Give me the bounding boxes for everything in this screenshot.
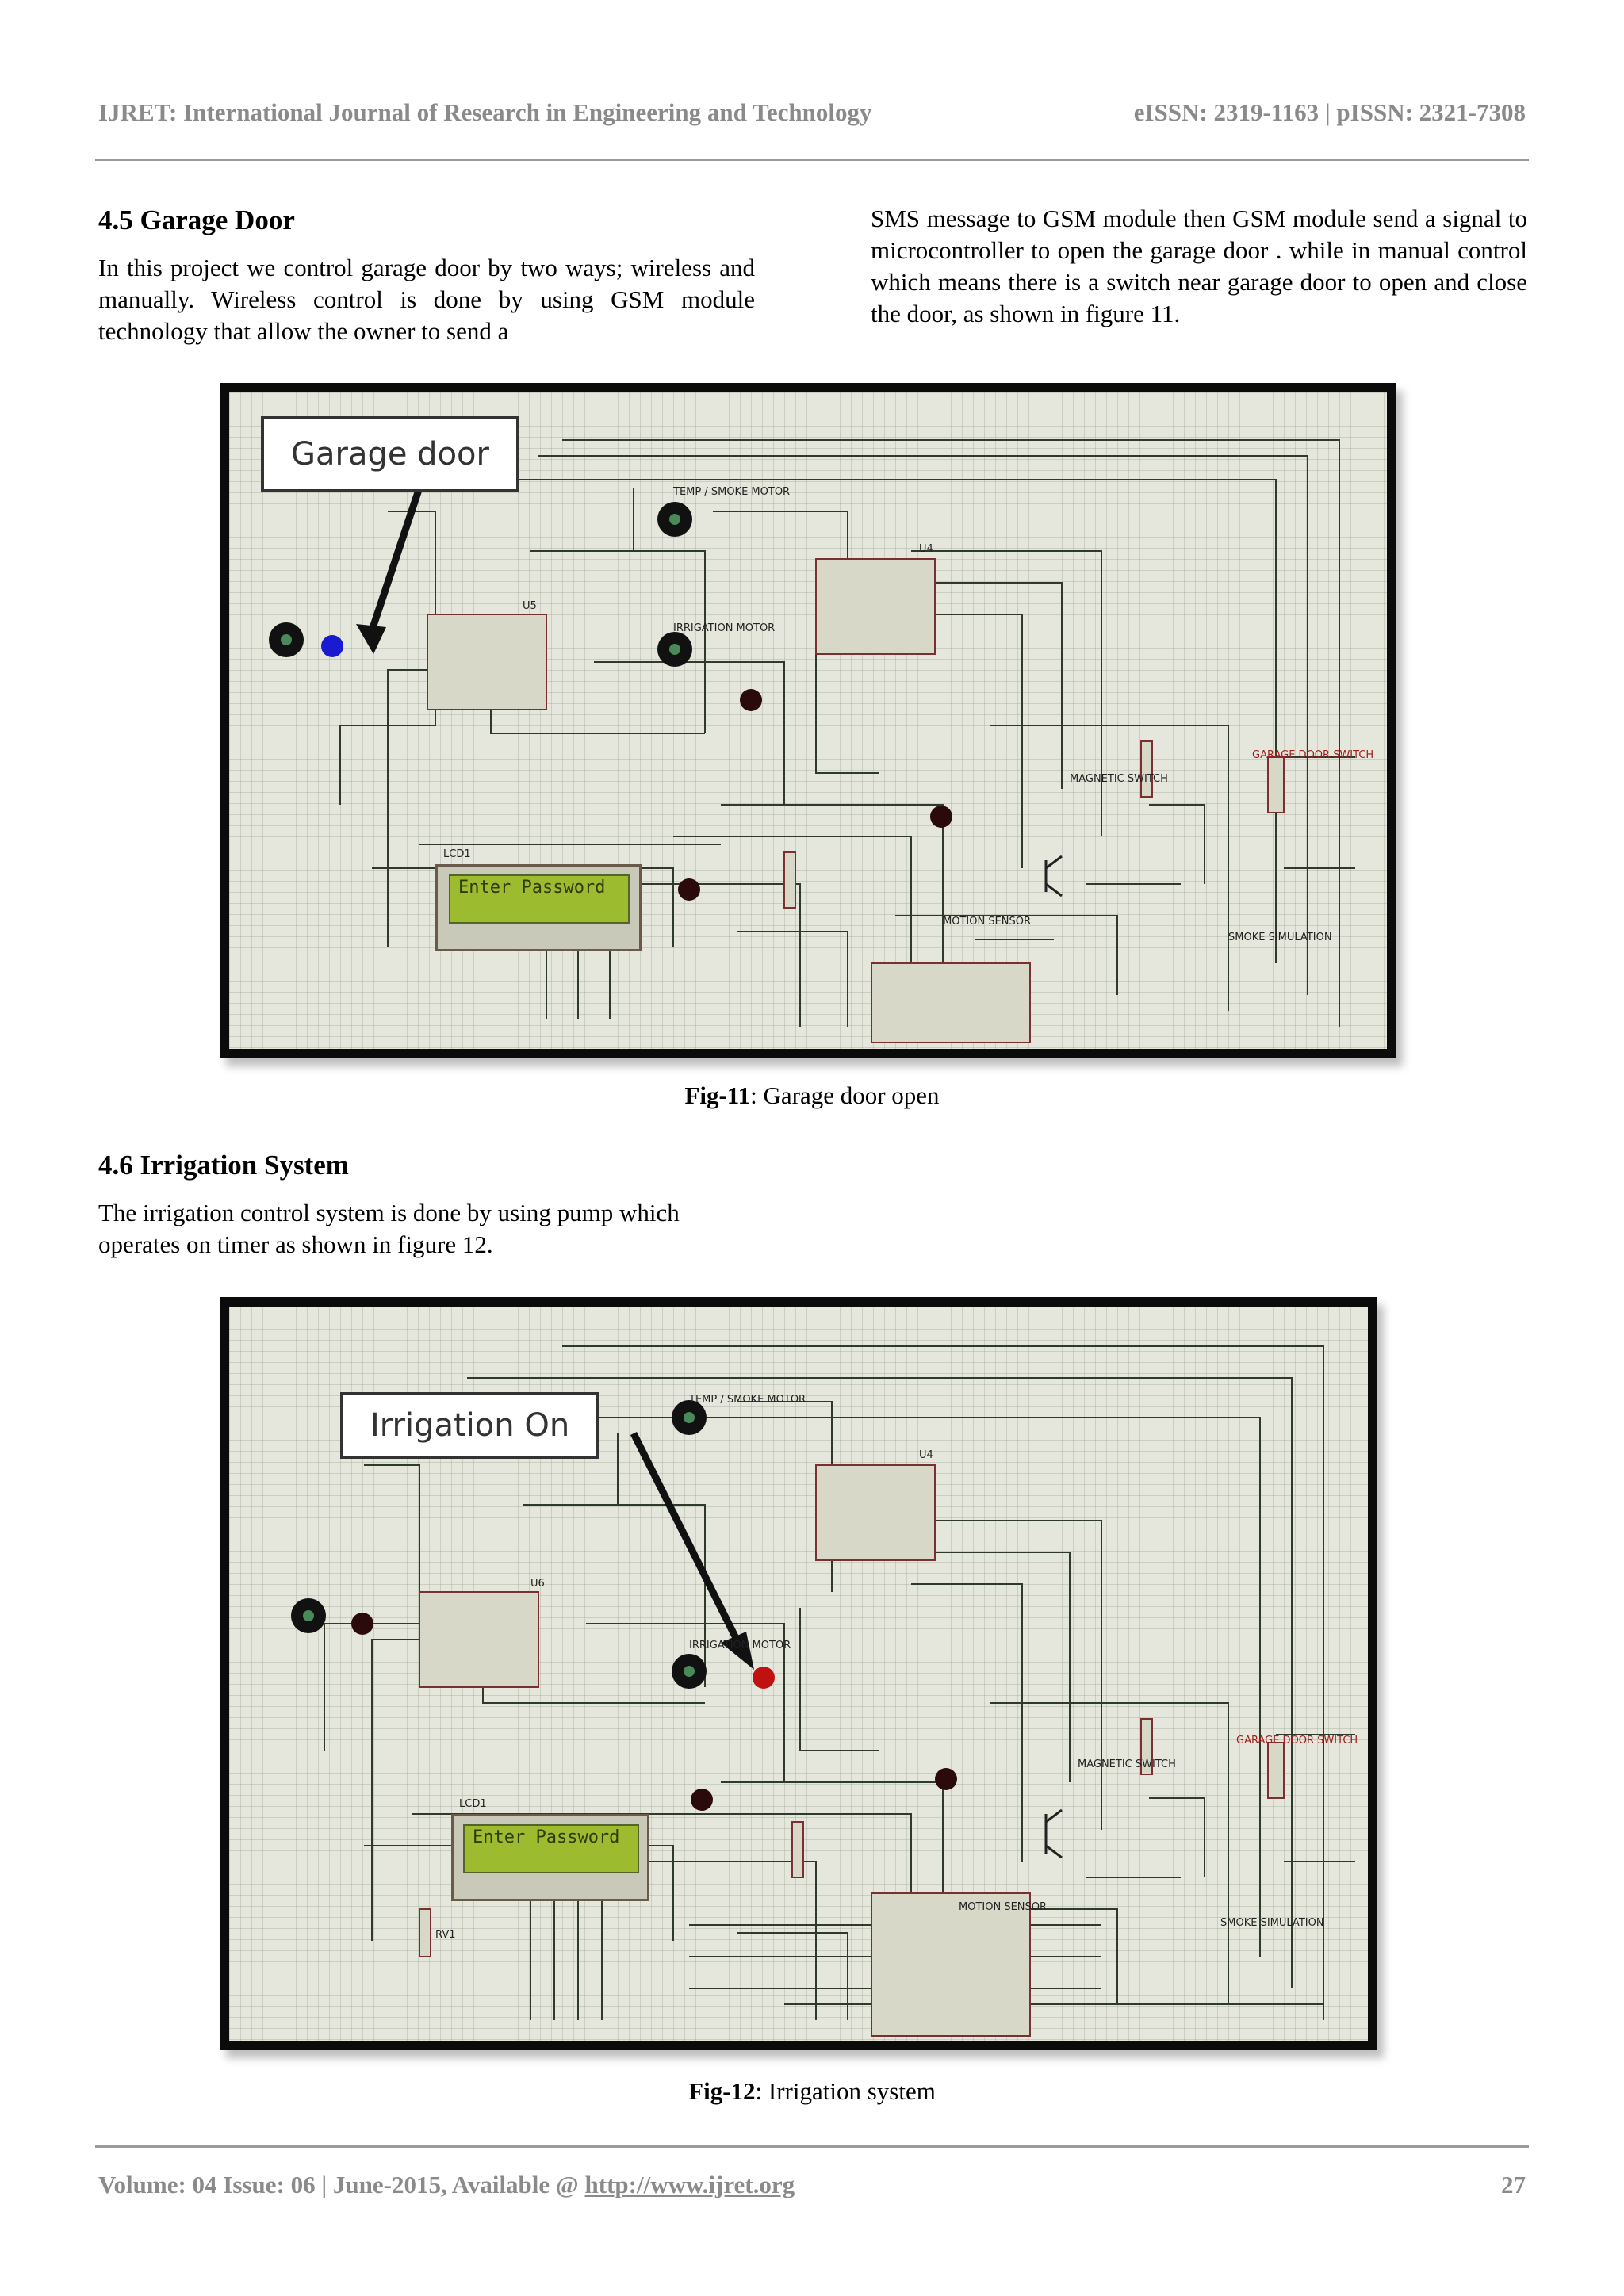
issn-header: eISSN: 2319-1163 | pISSN: 2321-7308 (1133, 98, 1526, 126)
figure-11-schematic: Garage door TEMP / SMOKE MOTOR IRRIGATIO… (220, 383, 1396, 1058)
garage-door-switch-label: GARAGE DOOR SWITCH (1252, 749, 1374, 761)
u4-label: U4 (919, 543, 933, 555)
temp-motor-label: TEMP / SMOKE MOTOR (689, 1394, 806, 1406)
footer-divider (95, 2145, 1529, 2148)
u6-label: U6 (530, 1578, 545, 1590)
figure-12-label: Fig-12 (688, 2077, 756, 2105)
smoke-simulation-label: SMOKE SIMULATION (1220, 1917, 1324, 1929)
irrigation-motor-label: IRRIGATION MOTOR (689, 1640, 791, 1651)
motion-sensor-label: MOTION SENSOR (959, 1901, 1048, 1913)
u5-label: U5 (523, 600, 537, 612)
figure-11-label: Fig-11 (684, 1081, 751, 1109)
garage-door-switch-label: GARAGE DOOR SWITCH (1236, 1735, 1358, 1747)
lcd-label: LCD1 (459, 1798, 487, 1810)
magnetic-switch-label: MAGNETIC SWITCH (1078, 1758, 1176, 1770)
page-number: 27 (1501, 2171, 1526, 2198)
irrigation-paragraph: The irrigation control system is done by… (98, 1199, 680, 1258)
irrigation-on-callout: Irrigation On (340, 1392, 600, 1459)
temp-motor-label: TEMP / SMOKE MOTOR (673, 486, 791, 498)
lcd-screen: Enter Password (463, 1824, 639, 1873)
figure-12-caption: Fig-12: Irrigation system (0, 2077, 1624, 2106)
figure-12-caption-text: : Irrigation system (755, 2077, 936, 2105)
figure-11-caption-text: : Garage door open (750, 1081, 940, 1109)
section-title-irrigation: 4.6 Irrigation System (98, 1150, 349, 1181)
magnetic-switch-label: MAGNETIC SWITCH (1070, 773, 1168, 785)
journal-header: IJRET: International Journal of Research… (98, 98, 872, 126)
u4-label: U4 (919, 1449, 933, 1461)
header-divider (95, 159, 1529, 161)
smoke-simulation-label: SMOKE SIMULATION (1228, 932, 1332, 943)
figure-11-caption: Fig-11: Garage door open (0, 1081, 1624, 1110)
irrigation-motor-label: IRRIGATION MOTOR (673, 622, 776, 634)
footer-volume-text: Volume: 04 Issue: 06 | June-2015, Availa… (98, 2171, 585, 2198)
section-title-garage-door: 4.5 Garage Door (98, 205, 295, 235)
rv1-label: RV1 (435, 1929, 456, 1941)
journal-url-link[interactable]: http://www.ijret.org (584, 2171, 795, 2198)
figure-12-wiring (291, 1345, 1355, 2037)
lcd-label: LCD1 (443, 848, 471, 860)
garage-door-paragraph-left: In this project we control garage door b… (98, 254, 755, 345)
motion-sensor-label: MOTION SENSOR (943, 916, 1032, 928)
figure-11-wiring (269, 439, 1355, 1043)
garage-door-callout: Garage door (261, 416, 519, 492)
footer-volume: Volume: 04 Issue: 06 | June-2015, Availa… (98, 2171, 795, 2199)
figure-12-schematic: Irrigation On TEMP / SMOKE MOTOR IRRIGAT… (220, 1297, 1377, 2050)
lcd-display: Enter Password (451, 1814, 649, 1901)
garage-door-paragraph-right: SMS message to GSM module then GSM modul… (871, 205, 1527, 327)
lcd-display: Enter Password (435, 864, 642, 951)
lcd-screen: Enter Password (449, 874, 630, 924)
